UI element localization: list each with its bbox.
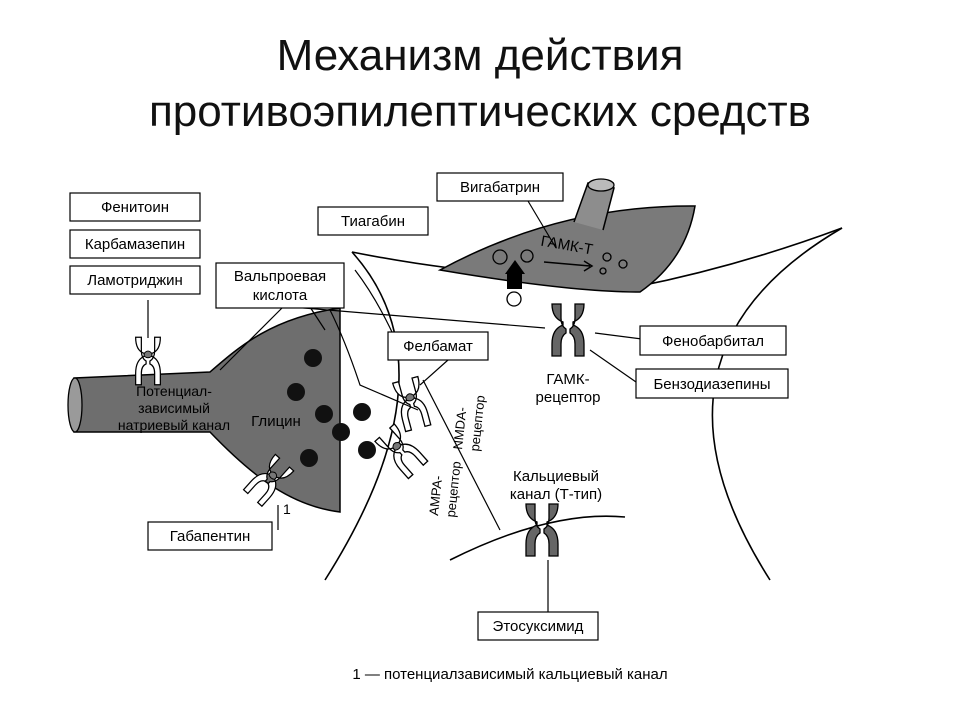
vigabatrin-box (436, 172, 564, 202)
lamotrigine-label: Ламотриджин (87, 272, 183, 289)
phenobarbital-box (639, 325, 787, 356)
calcium-channel-label-line-1: Кальциевый (513, 468, 599, 485)
square-marker-icon (507, 274, 522, 289)
benzodiazepines-label: Бензодиазепины (653, 376, 770, 393)
valproate-box (215, 262, 345, 309)
nmda-label-line-2: рецептор (467, 395, 488, 453)
nmda-label-line-1: NMDA- (450, 406, 469, 450)
vigabatrin-label: Вигабатрин (460, 179, 540, 196)
ampa-label-line-2: рецептор (443, 461, 464, 519)
lamotrigine-box (69, 265, 201, 295)
ampa-label-line-1: AMPA- (426, 475, 445, 517)
felbamate-label: Фелбамат (403, 338, 473, 355)
sodium-channel-label-line-3: натриевый канал (118, 417, 230, 433)
calcium-channel-label-line-2: канал (Т-тип) (510, 486, 602, 503)
nmda-receptor-label: NMDA- рецептор (450, 395, 488, 453)
connector-lines (147, 200, 651, 612)
tiagabine-box (317, 206, 429, 236)
sodium-channel-label-line-1: Потенциал- (136, 383, 212, 399)
benzodiazepines-box (635, 368, 789, 399)
gabapentin-label: Габапентин (170, 528, 251, 545)
gaba-receptor-icon (551, 303, 585, 357)
slide-title: Механизм действия противоэпилептических … (0, 28, 960, 140)
glial-cell (437, 178, 696, 293)
ethosuximide-box (477, 611, 599, 641)
gaba-receptor-label-line-2: рецептор (536, 389, 601, 406)
phenytoin-box (69, 192, 201, 222)
gabapentin-box (147, 521, 273, 551)
valproate-label-line-2: кислота (253, 287, 308, 304)
gaba-receptor-label-line-1: ГАМК- (546, 371, 589, 388)
glycine-label: Глицин (251, 413, 301, 430)
carbamazepine-box (69, 229, 201, 259)
ampa-receptor-label: AMPA- рецептор (426, 461, 464, 519)
valproate-label-line-1: Вальпроевая (234, 268, 326, 285)
footnote: 1 — потенциалзависимый кальциевый канал (352, 666, 667, 683)
title-line-1: Механизм действия (276, 31, 684, 80)
ethosuximide-label: Этосуксимид (493, 618, 584, 635)
triangle-marker-icon (505, 260, 525, 274)
tiagabine-label: Тиагабин (341, 213, 405, 230)
felbamate-box (387, 331, 489, 361)
glia-circles-icon (492, 249, 628, 307)
calcium-channel-icon (525, 503, 559, 557)
gaba-t-arrow-icon (543, 260, 594, 272)
marker-1-label: 1 (283, 501, 291, 517)
phenytoin-label: Фенитоин (101, 199, 169, 216)
sodium-channel-label-line-2: зависимый (138, 400, 210, 416)
synaptic-vesicles (287, 349, 376, 467)
title-line-2: противоэпилептических средств (148, 87, 812, 136)
carbamazepine-label: Карбамазепин (85, 236, 185, 253)
ampa-receptor-icon (374, 423, 429, 480)
phenobarbital-label: Фенобарбитал (662, 333, 764, 350)
